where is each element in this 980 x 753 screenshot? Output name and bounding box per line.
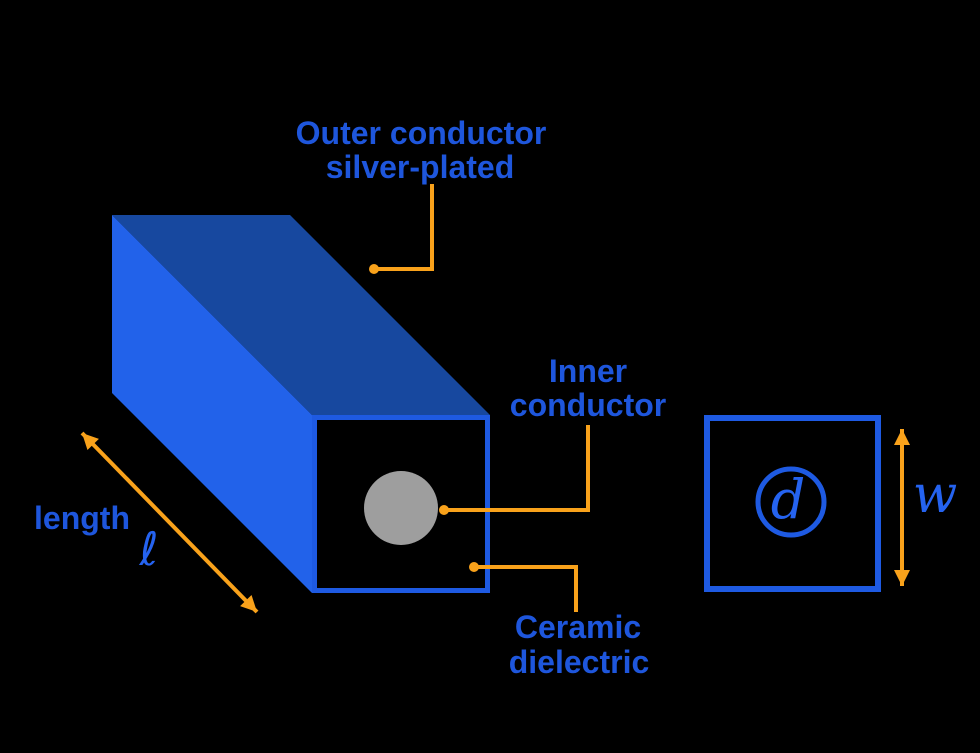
inner-conductor-circle <box>364 471 438 545</box>
length-arrow <box>80 431 259 614</box>
ceramic-dielectric-annotation: Ceramic dielectric <box>469 562 649 680</box>
diameter-symbol: d <box>771 468 806 531</box>
ceramic-dielectric-leader-line <box>474 565 578 612</box>
length-symbol: ℓ <box>138 522 158 576</box>
inner-conductor-annotation: Inner conductor <box>439 353 666 515</box>
resonator-body <box>112 215 490 593</box>
length-dimension: length ℓ <box>34 431 259 614</box>
inner-conductor-leader-line <box>444 425 590 512</box>
cross-section-view: d w <box>704 415 958 592</box>
ceramic-dielectric-label-line1: Ceramic <box>515 609 641 645</box>
width-symbol: w <box>913 465 958 525</box>
cross-section-square <box>704 415 881 592</box>
inner-conductor-label-line2: conductor <box>510 387 666 423</box>
prism-side-face <box>112 215 312 593</box>
outer-conductor-label-line1: Outer conductor <box>296 115 547 151</box>
outer-conductor-label-line2: silver-plated <box>326 149 515 185</box>
diameter-circle <box>755 466 827 538</box>
outer-conductor-leader-line <box>374 184 434 271</box>
outer-conductor-leader-dot <box>369 264 379 274</box>
outer-conductor-annotation: Outer conductor silver-plated <box>296 115 547 274</box>
ceramic-dielectric-leader-dot <box>469 562 479 572</box>
length-label: length <box>34 500 130 536</box>
prism-top-face <box>112 215 490 415</box>
inner-conductor-label-line1: Inner <box>549 353 627 389</box>
inner-conductor-leader-dot <box>439 505 449 515</box>
ceramic-dielectric-label-line2: dielectric <box>509 644 650 680</box>
